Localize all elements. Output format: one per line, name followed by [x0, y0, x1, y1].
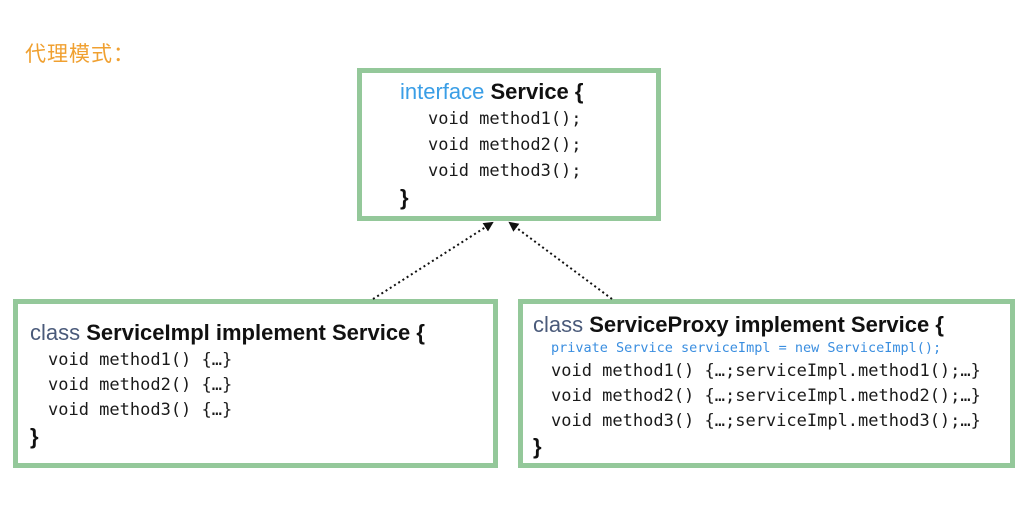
- impl-closing-brace: }: [30, 424, 39, 449]
- proxy-closing-brace: }: [533, 434, 542, 459]
- interface-method-3: void method3();: [428, 161, 582, 181]
- proxy-method-2: void method2() {…;serviceImpl.method2();…: [551, 386, 981, 406]
- proxy-method-3: void method3() {…;serviceImpl.method3();…: [551, 411, 981, 431]
- impl-method-1: void method1() {…}: [48, 350, 233, 370]
- proxy-keyword: class: [533, 312, 584, 337]
- interface-keyword: interface: [400, 79, 485, 104]
- proxy-to-interface-arrow: [508, 221, 613, 300]
- impl-name: ServiceImpl implement Service {: [80, 320, 425, 345]
- impl-method-3: void method3() {…}: [48, 400, 233, 420]
- proxy-method-1: void method1() {…;serviceImpl.method1();…: [551, 361, 981, 381]
- proxy-name: ServiceProxy implement Service {: [583, 312, 944, 337]
- proxy-field: private Service serviceImpl = new Servic…: [551, 340, 942, 356]
- interface-method-2: void method2();: [428, 135, 582, 155]
- impl-method-2: void method2() {…}: [48, 375, 233, 395]
- interface-closing-brace: }: [400, 185, 409, 210]
- diagram-title: 代理模式：: [25, 42, 135, 66]
- service-impl-box: class ServiceImpl implement Service { vo…: [13, 299, 498, 468]
- interface-header: interface Service {: [400, 79, 583, 105]
- service-proxy-box: class ServiceProxy implement Service { p…: [518, 299, 1015, 468]
- interface-name: Service {: [484, 79, 584, 104]
- impl-header: class ServiceImpl implement Service {: [30, 320, 425, 346]
- impl-to-interface-arrow: [372, 221, 494, 300]
- proxy-header: class ServiceProxy implement Service {: [533, 312, 944, 338]
- interface-service-box: interface Service { void method1(); void…: [357, 68, 661, 221]
- interface-method-1: void method1();: [428, 109, 582, 129]
- impl-keyword: class: [30, 320, 81, 345]
